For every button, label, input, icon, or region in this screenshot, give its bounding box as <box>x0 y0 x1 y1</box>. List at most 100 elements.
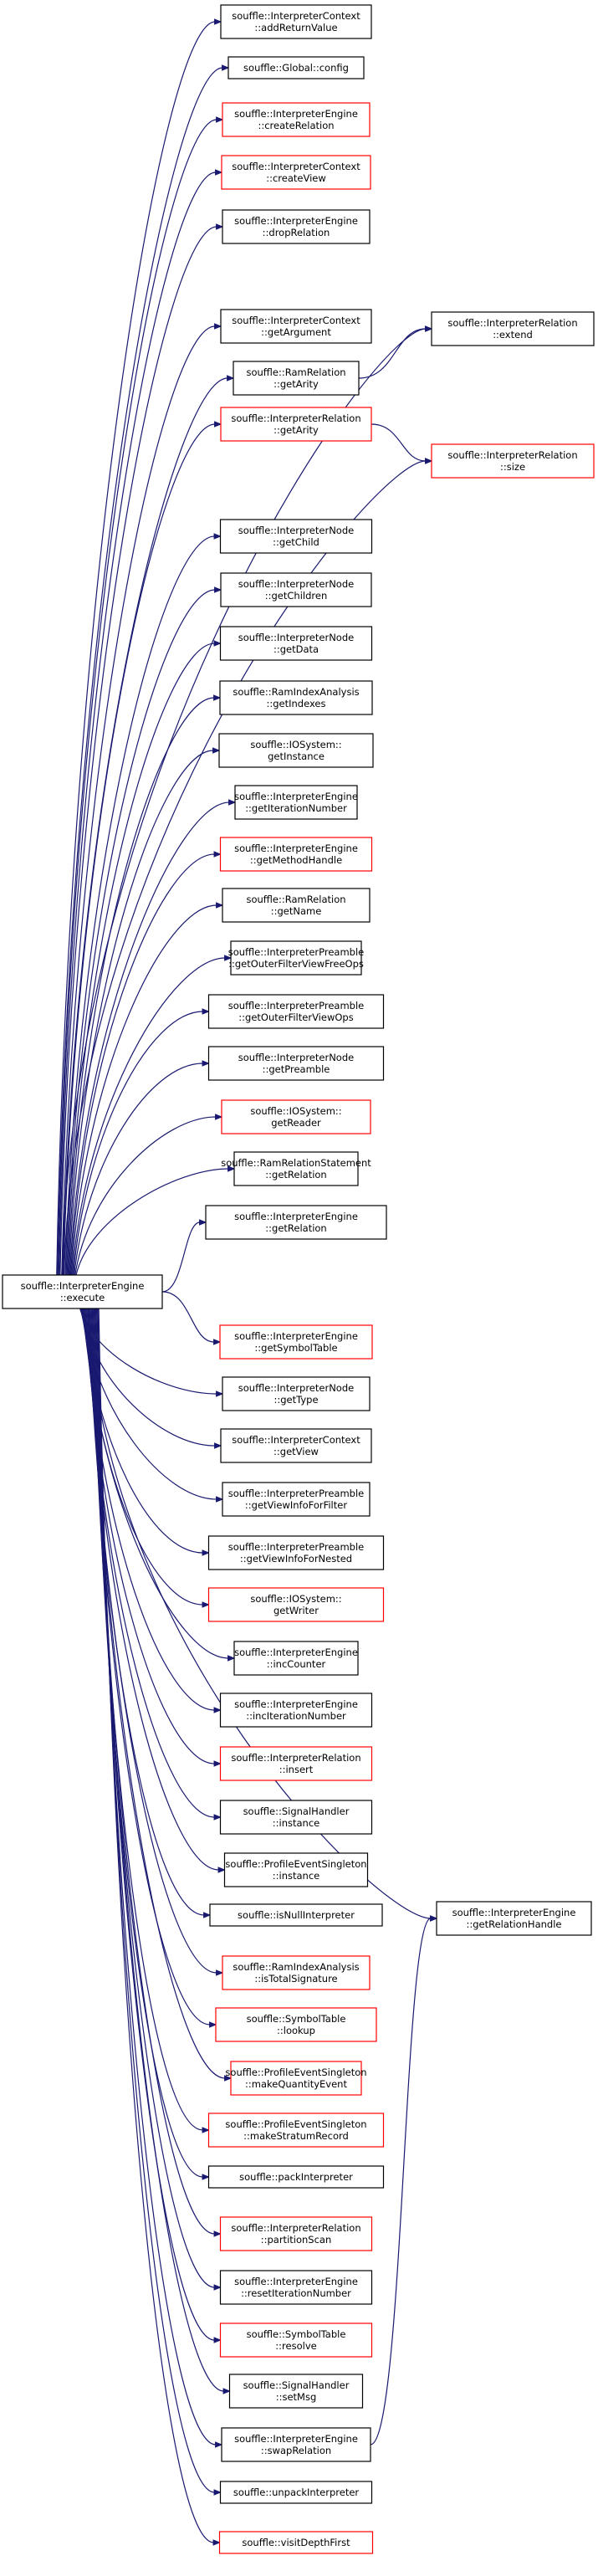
graph-node[interactable]: souffle::InterpreterRelation::size <box>431 443 595 479</box>
edge-arrowhead <box>215 1114 223 1120</box>
node-label-line: ::getRelation <box>265 1222 326 1234</box>
node-label-line: souffle::visitDepthFirst <box>242 2537 350 2548</box>
edge-arrowhead <box>227 1165 236 1172</box>
graph-node[interactable]: souffle::InterpreterPreamble::getViewInf… <box>222 1482 371 1517</box>
call-edge <box>370 1918 432 2445</box>
graph-node[interactable]: souffle::isNullInterpreter <box>209 1903 383 1927</box>
node-box <box>220 1428 372 1463</box>
graph-node[interactable]: souffle::InterpreterContext::getView <box>220 1428 372 1463</box>
node-box <box>219 837 373 872</box>
node-label-line: ::isTotalSignature <box>254 1973 337 1984</box>
graph-node[interactable]: souffle::InterpreterEngine::getRelation <box>205 1205 387 1240</box>
graph-node[interactable]: souffle::InterpreterNode::getChildren <box>220 572 372 607</box>
node-box <box>230 2061 362 2096</box>
graph-node[interactable]: souffle::RamIndexAnalysis::isTotalSignat… <box>222 1955 371 1990</box>
graph-node[interactable]: souffle::InterpreterNode::getPreamble <box>207 1046 385 1081</box>
graph-node[interactable]: souffle::InterpreterRelation::getArity <box>220 407 372 442</box>
node-label-line: souffle::InterpreterRelation <box>231 412 360 424</box>
node-box <box>221 155 371 190</box>
node-label-line: souffle::InterpreterContext <box>232 10 360 22</box>
graph-node[interactable]: souffle::visitDepthFirst <box>218 2531 374 2554</box>
edge-arrowhead <box>212 747 221 754</box>
graph-node[interactable]: souffle::InterpreterNode::getData <box>219 626 373 661</box>
graph-node[interactable]: souffle::IOSystem::getReader <box>221 1099 371 1134</box>
node-label-line: souffle::InterpreterEngine <box>452 1907 576 1918</box>
node-label-line: souffle::InterpreterEngine <box>234 2433 358 2445</box>
edge-arrowhead <box>202 2127 210 2133</box>
edge-arrowhead <box>213 2337 222 2343</box>
node-box <box>219 2322 373 2358</box>
graph-node[interactable]: souffle::RamRelation::getName <box>222 888 371 923</box>
graph-node[interactable]: souffle::Global::config <box>227 56 365 79</box>
graph-node[interactable]: souffle::InterpreterEngine::incCounter <box>233 1641 359 1676</box>
node-label-line: ::getMethodHandle <box>250 854 342 866</box>
graph-node[interactable]: souffle::InterpreterEngine::getRelationH… <box>436 1901 592 1936</box>
call-edge <box>56 21 216 1278</box>
graph-node[interactable]: souffle::ProfileEventSingleton::makeQuan… <box>225 2061 367 2096</box>
node-label-line: souffle::RamRelation <box>246 894 345 905</box>
graph-node[interactable]: souffle::SignalHandler::instance <box>219 1800 373 1835</box>
graph-node[interactable]: souffle::InterpreterEngine::getSymbolTab… <box>219 1324 373 1360</box>
call-edge <box>59 226 217 1278</box>
graph-node[interactable]: souffle::InterpreterNode::getType <box>222 1376 371 1411</box>
node-label-line: souffle::InterpreterNode <box>238 1382 354 1394</box>
node-label-line: ::getViewInfoForFilter <box>245 1499 347 1511</box>
node-label-line: ::getChild <box>273 536 319 548</box>
edge-arrowhead <box>216 1390 224 1397</box>
graph-node[interactable]: souffle::SignalHandler::setMsg <box>228 2374 364 2409</box>
graph-node[interactable]: souffle::InterpreterNode::getChild <box>219 519 373 554</box>
graph-node[interactable]: souffle::InterpreterRelation::insert <box>219 1746 373 1781</box>
graph-node[interactable]: souffle::InterpreterContext::addReturnVa… <box>220 4 372 39</box>
call-edges <box>56 18 438 2546</box>
graph-node[interactable]: souffle::InterpreterEngine::getMethodHan… <box>219 837 373 872</box>
graph-node[interactable]: souffle::InterpreterEngine::execute <box>2 1274 163 1309</box>
node-label-line: souffle::InterpreterEngine <box>234 1211 358 1222</box>
call-edge <box>68 750 214 1278</box>
graph-node[interactable]: souffle::InterpreterPreamble::getViewInf… <box>207 1535 385 1570</box>
node-box <box>221 2427 371 2462</box>
node-label-line: souffle::InterpreterNode <box>238 525 354 536</box>
node-label-line: ::addReturnValue <box>254 22 337 33</box>
edge-arrowhead <box>224 955 233 961</box>
node-box <box>219 1693 373 1728</box>
node-label-line: ::createRelation <box>258 120 334 131</box>
edge-arrowhead <box>213 851 222 858</box>
graph-node[interactable]: souffle::InterpreterEngine::dropRelation <box>222 209 371 244</box>
node-box <box>215 2007 377 2042</box>
graph-node[interactable]: souffle::InterpreterEngine::incIteration… <box>219 1693 373 1728</box>
call-edge <box>61 325 216 1278</box>
edge-arrowhead <box>213 2230 222 2237</box>
graph-node[interactable]: souffle::InterpreterEngine::getIteration… <box>234 785 358 820</box>
graph-node[interactable]: souffle::InterpreterEngine::swapRelation <box>221 2427 371 2462</box>
graph-node[interactable]: souffle::SymbolTable::resolve <box>219 2322 373 2358</box>
graph-node[interactable]: souffle::InterpreterEngine::createRelati… <box>222 102 371 137</box>
graph-node[interactable]: souffle::RamIndexAnalysis::getIndexes <box>219 680 373 715</box>
node-box <box>220 4 372 39</box>
graph-node[interactable]: souffle::InterpreterRelation::partitionS… <box>219 2216 373 2251</box>
graph-node[interactable]: souffle::InterpreterEngine::resetIterati… <box>219 2270 373 2305</box>
graph-node[interactable]: souffle::ProfileEventSingleton::instance <box>223 1852 369 1887</box>
node-box <box>219 1800 373 1835</box>
graph-node[interactable]: souffle::IOSystem::getInstance <box>218 733 374 768</box>
graph-node[interactable]: souffle::ProfileEventSingleton::makeStra… <box>207 2113 385 2148</box>
graph-node[interactable]: souffle::IOSystem::getWriter <box>207 1587 385 1622</box>
graph-node[interactable]: souffle::SymbolTable::lookup <box>215 2007 377 2042</box>
graph-node[interactable]: souffle::RamRelationStatement::getRelati… <box>221 1151 371 1186</box>
graph-node[interactable]: souffle::InterpreterRelation::extend <box>431 311 595 346</box>
node-box <box>228 2374 364 2409</box>
graph-node[interactable]: souffle::InterpreterContext::getArgument <box>220 309 372 344</box>
call-edge <box>161 1221 201 1293</box>
graph-node[interactable]: souffle::unpackInterpreter <box>219 2481 373 2504</box>
edge-arrowhead <box>214 1442 222 1449</box>
edge-arrowhead <box>202 1060 210 1067</box>
graph-node[interactable]: souffle::packInterpreter <box>207 2165 385 2189</box>
call-edge <box>71 957 226 1278</box>
graph-node[interactable]: souffle::RamRelation::getArity <box>233 361 360 396</box>
graph-node[interactable]: souffle::InterpreterPreamble::getOuterFi… <box>207 994 385 1029</box>
graph-node[interactable]: souffle::InterpreterPreamble::getOuterFi… <box>228 940 365 976</box>
graph-node[interactable]: souffle::InterpreterContext::createView <box>221 155 371 190</box>
node-label-line: ::incIterationNumber <box>246 1710 346 1722</box>
edge-arrowhead <box>213 1707 222 1713</box>
node-box <box>234 785 358 820</box>
edge-arrowhead <box>202 2174 210 2180</box>
